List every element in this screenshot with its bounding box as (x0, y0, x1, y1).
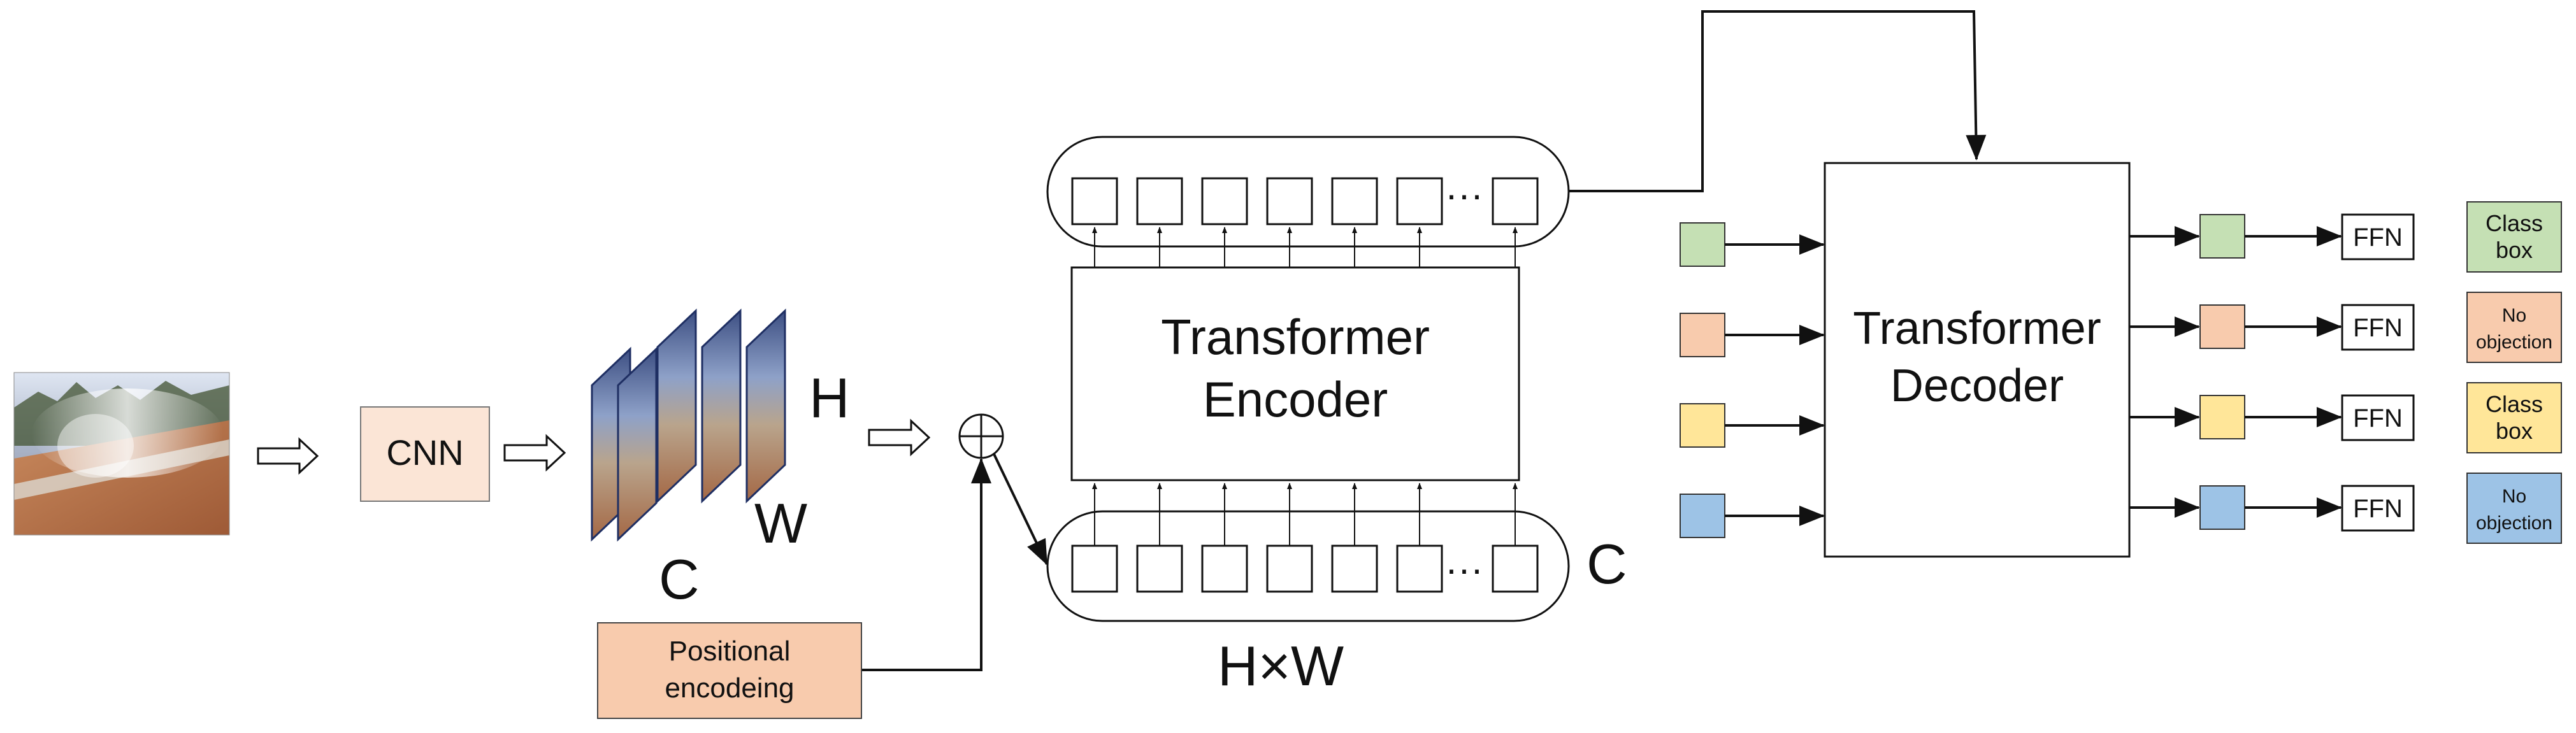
ffn-box (2341, 485, 2415, 532)
prediction-label-line2: box (2496, 418, 2533, 444)
positional-label-line2: encodeing (665, 673, 794, 704)
prediction-label-line2: objection (2476, 332, 2552, 353)
object-query-orange (1680, 313, 1725, 357)
transformer-decoder-block: Transformer Decoder (1824, 162, 2131, 558)
encoder-label-line2: Encoder (1203, 371, 1388, 427)
sequence-c-label: C (1587, 532, 1627, 595)
cnn-block: CNN (360, 406, 490, 502)
cnn-label: CNN (386, 432, 463, 473)
prediction-label-line1: Class (2486, 391, 2543, 417)
object-query-blue (1680, 494, 1725, 538)
hollow-arrow-icon (257, 437, 319, 475)
prediction-box-yellow (2466, 382, 2562, 453)
encoder-output-token (1492, 177, 1539, 225)
output-embedding-green (2199, 214, 2245, 259)
feature-map-stack (591, 308, 786, 542)
encoder-output-token (1396, 177, 1443, 225)
ffn-label: FFN (2353, 495, 2403, 523)
encoder-input-token (1201, 544, 1248, 593)
prediction-label-line1: No (2502, 486, 2526, 507)
prediction-box-blue (2466, 473, 2562, 544)
ffn-box (2341, 213, 2415, 260)
output-embedding-orange (2199, 304, 2245, 349)
transformer-encoder-block: Transformer Encoder (1070, 266, 1520, 481)
encoder-input-token (1396, 544, 1443, 593)
encoder-output-token (1201, 177, 1248, 225)
encoder-input-token (1071, 544, 1118, 593)
prediction-box-orange (2466, 292, 2562, 363)
hollow-arrow-icon (503, 434, 566, 472)
decoder-label-line2: Decoder (1890, 360, 2064, 411)
object-query-green (1680, 222, 1725, 267)
feature-map-w-label: W (754, 492, 807, 555)
ffn-box (2341, 304, 2415, 351)
feature-map-h-label: H (809, 366, 850, 429)
decoder-label-line1: Transformer (1853, 303, 2101, 354)
encoder-input-ellipsis: ··· (1445, 548, 1483, 590)
circled-plus-icon (958, 413, 1004, 459)
ffn-box (2341, 394, 2415, 441)
adder-to-sequence-arrow (993, 453, 1048, 566)
input-image (13, 372, 230, 536)
prediction-box-green (2466, 201, 2562, 273)
encoder-output-token (1331, 177, 1378, 225)
positional-encoding-block: Positional encodeing (597, 622, 862, 719)
prediction-label-line1: Class (2486, 210, 2543, 236)
ffn-label: FFN (2353, 224, 2403, 252)
encoder-input-token (1331, 544, 1378, 593)
encoder-input-token (1492, 544, 1539, 593)
encoder-label-line1: Transformer (1161, 309, 1430, 365)
feature-map-c-label: C (659, 548, 700, 611)
encoder-output-ellipsis: ··· (1445, 173, 1483, 216)
positional-to-adder-arrow (862, 458, 991, 671)
output-embedding-yellow (2199, 395, 2245, 439)
encoder-input-token (1266, 544, 1313, 593)
prediction-label-line2: objection (2476, 513, 2552, 534)
photo-smoke-landscape-icon (13, 372, 230, 536)
encoder-input-token (1136, 544, 1183, 593)
ffn-label: FFN (2353, 404, 2403, 432)
encoder-to-decoder-arrow (1569, 10, 1987, 192)
encoder-output-token (1136, 177, 1183, 225)
output-embedding-blue (2199, 485, 2245, 530)
sequence-hw-label: H×W (1218, 634, 1344, 697)
positional-label-line1: Positional (669, 636, 791, 667)
prediction-label-line2: box (2496, 237, 2533, 263)
hollow-arrow-icon (868, 418, 931, 457)
ffn-label: FFN (2353, 314, 2403, 342)
prediction-label-line1: No (2502, 305, 2526, 326)
object-query-yellow (1680, 403, 1725, 448)
encoder-output-token (1266, 177, 1313, 225)
encoder-output-token (1071, 177, 1118, 225)
